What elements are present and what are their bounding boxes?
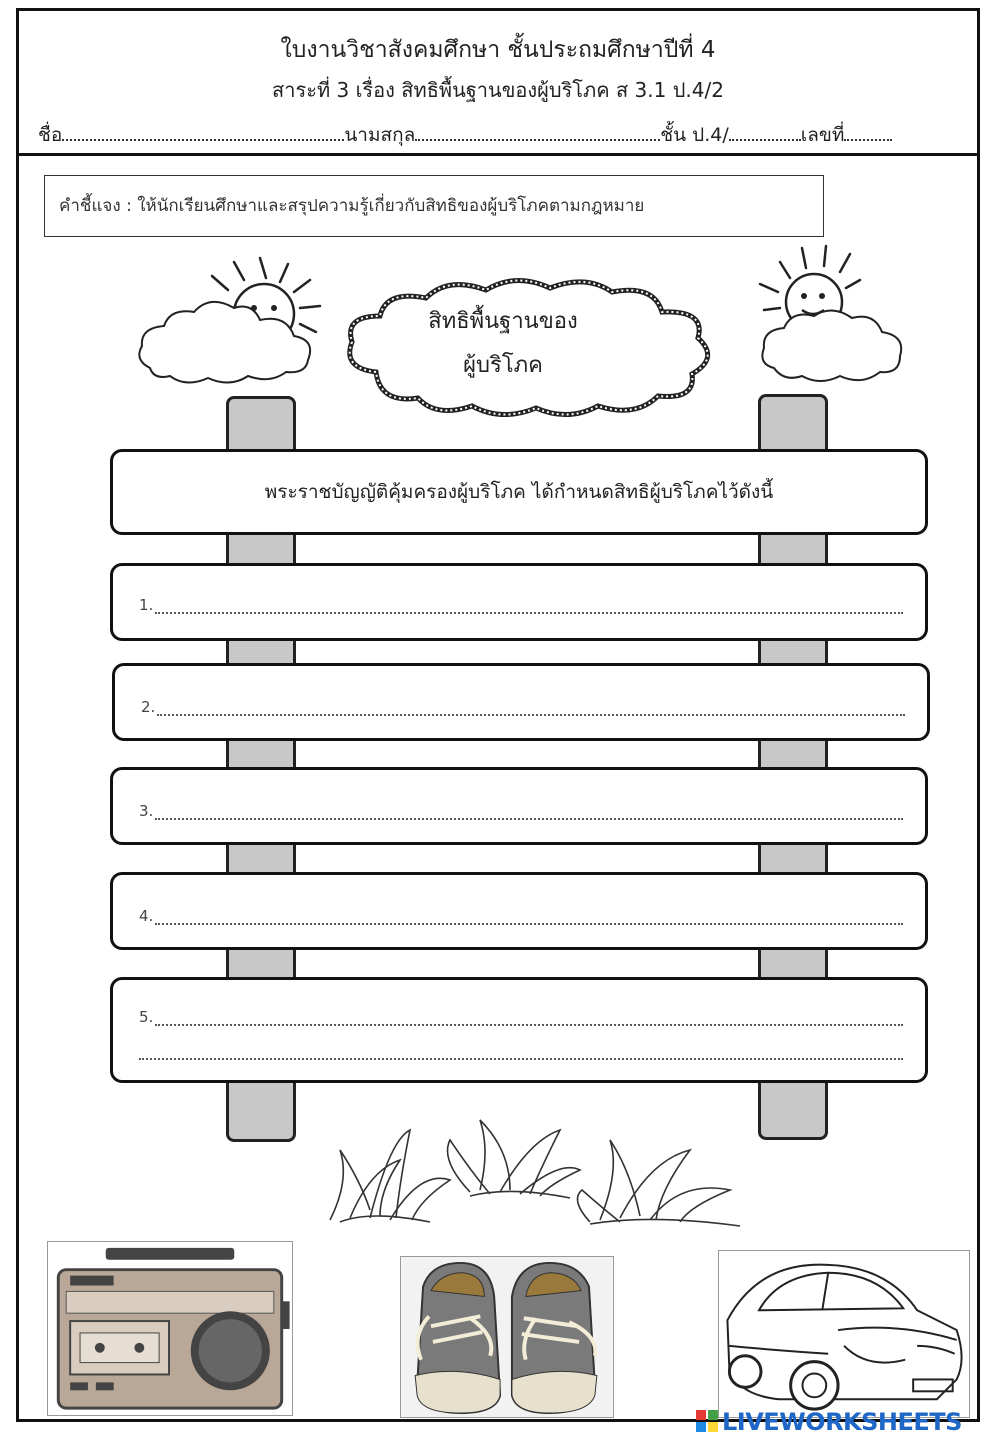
board-title: พระราชบัญญัติคุ้มครองผู้บริโภค ได้กำหนดส…	[110, 449, 928, 535]
liveworksheets-logo-icon	[696, 1410, 718, 1432]
answer-line-1[interactable]: 1.	[139, 596, 903, 614]
answer-board-5: 5.	[110, 977, 928, 1083]
number-field[interactable]	[844, 125, 893, 141]
page-title: ใบงานวิชาสังคมศึกษา ชั้นประถมศึกษาปีที่ …	[280, 37, 716, 63]
title-cloud-icon	[347, 277, 710, 418]
answer-board-4: 4.	[110, 872, 928, 950]
page-subtitle: สาระที่ 3 เรื่อง สิทธิพื้นฐานของผู้บริโภ…	[272, 78, 724, 102]
instruction-box: คำชี้แจง : ให้นักเรียนศึกษาและสรุปความรู…	[44, 175, 824, 237]
answer-line-2[interactable]: 2.	[141, 698, 905, 716]
answer-label-1: 1.	[139, 596, 154, 614]
watermark: LIVEWORKSHEETS	[722, 1408, 962, 1436]
boards-heading: พระราชบัญญัติคุ้มครองผู้บริโภค ได้กำหนดส…	[264, 481, 774, 503]
watermark-text: LIVEWORKSHEETS	[722, 1408, 962, 1436]
cloud-title-line1: สิทธิพื้นฐานของ	[428, 309, 578, 334]
cloud-title-line2: ผู้บริโภค	[463, 353, 543, 378]
class-field[interactable]	[728, 125, 801, 141]
class-label: ชั้น ป.4/	[660, 124, 729, 146]
cloud-title: สิทธิพื้นฐานของ ผู้บริโภค	[338, 300, 668, 388]
surname-label: นามสกุล	[344, 124, 416, 146]
answer-line-5[interactable]: 5.	[139, 1008, 903, 1026]
answer-label-5: 5.	[139, 1008, 154, 1026]
worksheet-frame	[16, 8, 980, 1422]
answer-label-4: 4.	[139, 907, 154, 925]
surname-field[interactable]	[415, 125, 661, 141]
sun-cloud-right-icon	[758, 244, 903, 382]
answer-board-2: 2.	[112, 663, 930, 741]
answer-line-5b[interactable]	[139, 1046, 903, 1060]
answer-board-1: 1.	[110, 563, 928, 641]
answer-line-4[interactable]: 4.	[139, 907, 903, 925]
name-field[interactable]	[62, 125, 345, 141]
answer-label-3: 3.	[139, 802, 154, 820]
number-label: เลขที่	[800, 124, 845, 146]
student-info-row: ชื่อ นามสกุล ชั้น ป.4/เลขที่	[38, 120, 968, 150]
answer-board-3: 3.	[110, 767, 928, 845]
car-image	[718, 1250, 970, 1418]
sun-cloud-left-icon	[138, 256, 322, 384]
name-label: ชื่อ	[38, 124, 63, 146]
header: ใบงานวิชาสังคมศึกษา ชั้นประถมศึกษาปีที่ …	[16, 8, 980, 156]
answer-label-2: 2.	[141, 698, 156, 716]
answer-line-3[interactable]: 3.	[139, 802, 903, 820]
radio-cassette-image	[47, 1241, 293, 1416]
sneakers-image	[400, 1256, 614, 1418]
grass-icon	[329, 1119, 741, 1227]
